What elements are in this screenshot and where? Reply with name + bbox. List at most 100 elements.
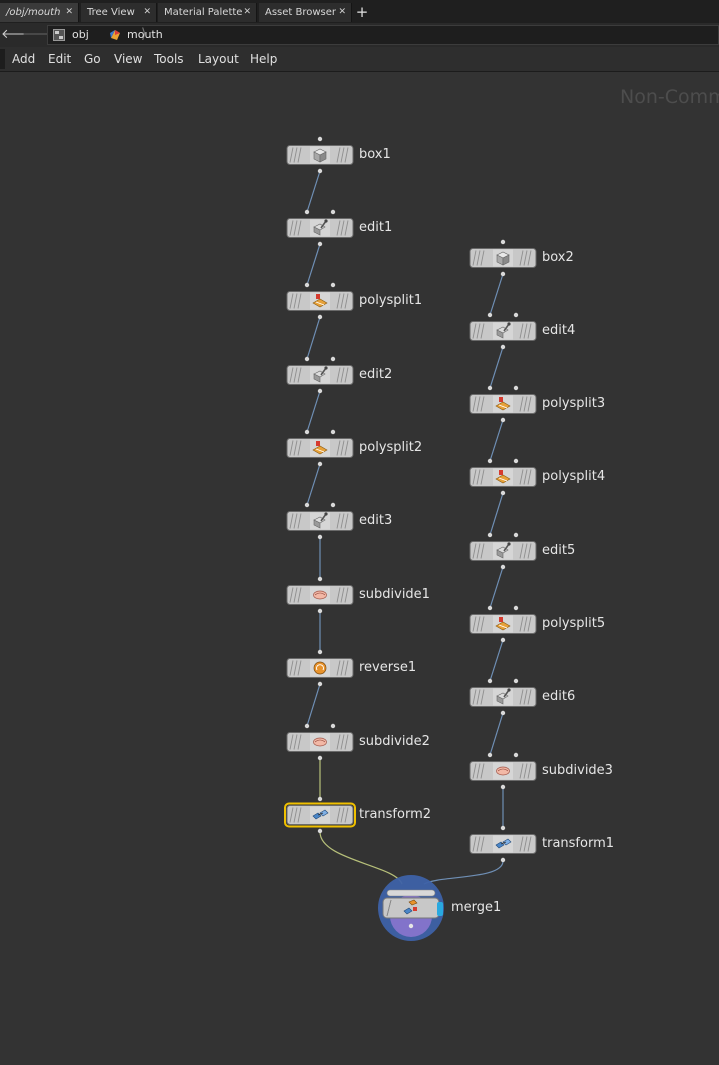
- node-label[interactable]: edit5: [542, 543, 576, 558]
- node-label[interactable]: box1: [359, 147, 391, 162]
- node-subdivide2[interactable]: [286, 723, 354, 761]
- node-edit5[interactable]: [469, 532, 537, 570]
- input-connector[interactable]: [487, 752, 493, 758]
- tab-material-palette[interactable]: Material Palette ✕: [158, 3, 257, 22]
- add-tab-plus-icon[interactable]: +: [355, 3, 369, 21]
- node-reverse1[interactable]: [286, 649, 354, 687]
- input-connector[interactable]: [317, 576, 323, 582]
- input-connector[interactable]: [487, 532, 493, 538]
- output-connector[interactable]: [500, 271, 506, 277]
- output-connector[interactable]: [317, 314, 323, 320]
- close-icon[interactable]: ✕: [338, 7, 346, 17]
- input-connector[interactable]: [513, 458, 519, 464]
- input-connector[interactable]: [487, 678, 493, 684]
- node-merge1[interactable]: [378, 875, 444, 941]
- output-connector[interactable]: [317, 388, 323, 394]
- node-label[interactable]: transform2: [359, 807, 432, 822]
- node-edit3[interactable]: [286, 502, 354, 540]
- node-label[interactable]: polysplit5: [542, 616, 606, 631]
- node-label[interactable]: transform1: [542, 836, 615, 851]
- node-label[interactable]: edit6: [542, 689, 576, 704]
- input-connector[interactable]: [330, 282, 336, 288]
- node-edit6[interactable]: [469, 678, 537, 716]
- node-polysplit2[interactable]: [286, 429, 354, 467]
- close-icon[interactable]: ✕: [243, 7, 251, 17]
- menu-edit[interactable]: Edit: [48, 52, 72, 66]
- input-connector[interactable]: [330, 723, 336, 729]
- input-connector[interactable]: [513, 532, 519, 538]
- node-transform2[interactable]: [284, 796, 356, 834]
- input-connector[interactable]: [304, 502, 310, 508]
- output-connector[interactable]: [500, 490, 506, 496]
- input-connector[interactable]: [317, 796, 323, 802]
- node-subdivide3[interactable]: [469, 752, 537, 790]
- output-connector[interactable]: [500, 784, 506, 790]
- output-connector[interactable]: [317, 828, 323, 834]
- menu-layout[interactable]: Layout: [198, 52, 239, 66]
- close-icon[interactable]: ✕: [143, 7, 151, 17]
- node-label[interactable]: reverse1: [359, 660, 417, 675]
- input-connector[interactable]: [304, 356, 310, 362]
- tab-asset-browser[interactable]: Asset Browser ✕: [259, 3, 352, 22]
- menu-tools[interactable]: Tools: [154, 52, 184, 66]
- merge-input-bar[interactable]: [386, 889, 436, 897]
- node-label[interactable]: polysplit3: [542, 396, 606, 411]
- output-connector[interactable]: [317, 168, 323, 174]
- network-editor-canvas[interactable]: [0, 72, 719, 1065]
- breadcrumb-obj[interactable]: obj: [72, 28, 89, 41]
- node-polysplit3[interactable]: [469, 385, 537, 423]
- input-connector[interactable]: [330, 209, 336, 215]
- node-label[interactable]: merge1: [451, 900, 502, 915]
- input-connector[interactable]: [513, 312, 519, 318]
- output-connector[interactable]: [500, 344, 506, 350]
- input-connector[interactable]: [304, 723, 310, 729]
- input-connector[interactable]: [317, 649, 323, 655]
- node-edit1[interactable]: [286, 209, 354, 247]
- input-connector[interactable]: [304, 282, 310, 288]
- input-connector[interactable]: [513, 605, 519, 611]
- output-connector[interactable]: [317, 241, 323, 247]
- breadcrumb-mouth[interactable]: mouth: [127, 28, 163, 41]
- input-connector[interactable]: [304, 429, 310, 435]
- node-box1[interactable]: [286, 136, 354, 174]
- node-label[interactable]: polysplit4: [542, 469, 606, 484]
- input-connector[interactable]: [487, 312, 493, 318]
- input-connector[interactable]: [487, 458, 493, 464]
- menu-view[interactable]: View: [114, 52, 143, 66]
- node-edit4[interactable]: [469, 312, 537, 350]
- node-label[interactable]: edit4: [542, 323, 576, 338]
- node-polysplit4[interactable]: [469, 458, 537, 496]
- node-label[interactable]: edit3: [359, 513, 393, 528]
- node-label[interactable]: subdivide3: [542, 763, 613, 778]
- node-label[interactable]: subdivide2: [359, 734, 430, 749]
- input-connector[interactable]: [330, 356, 336, 362]
- output-connector[interactable]: [500, 710, 506, 716]
- node-label[interactable]: edit1: [359, 220, 393, 235]
- node-subdivide1[interactable]: [286, 576, 354, 614]
- output-connector[interactable]: [317, 681, 323, 687]
- menu-add[interactable]: Add: [12, 52, 36, 66]
- output-connector[interactable]: [500, 637, 506, 643]
- input-connector[interactable]: [487, 605, 493, 611]
- input-connector[interactable]: [330, 502, 336, 508]
- input-connector[interactable]: [513, 678, 519, 684]
- display-flag-icon[interactable]: [437, 902, 443, 916]
- output-connector[interactable]: [317, 461, 323, 467]
- input-connector[interactable]: [513, 752, 519, 758]
- input-connector[interactable]: [487, 385, 493, 391]
- input-connector[interactable]: [500, 825, 506, 831]
- node-edit2[interactable]: [286, 356, 354, 394]
- node-transform1[interactable]: [469, 825, 537, 863]
- node-polysplit5[interactable]: [469, 605, 537, 643]
- node-label[interactable]: polysplit1: [359, 293, 423, 308]
- tab-tree-view[interactable]: Tree View ✕: [81, 3, 157, 22]
- input-connector[interactable]: [513, 385, 519, 391]
- tab-obj-mouth[interactable]: /obj/mouth ✕: [0, 3, 79, 22]
- output-connector[interactable]: [408, 923, 414, 929]
- output-connector[interactable]: [500, 564, 506, 570]
- output-connector[interactable]: [317, 755, 323, 761]
- output-connector[interactable]: [317, 608, 323, 614]
- output-connector[interactable]: [500, 417, 506, 423]
- menu-help[interactable]: Help: [250, 52, 278, 66]
- output-connector[interactable]: [500, 857, 506, 863]
